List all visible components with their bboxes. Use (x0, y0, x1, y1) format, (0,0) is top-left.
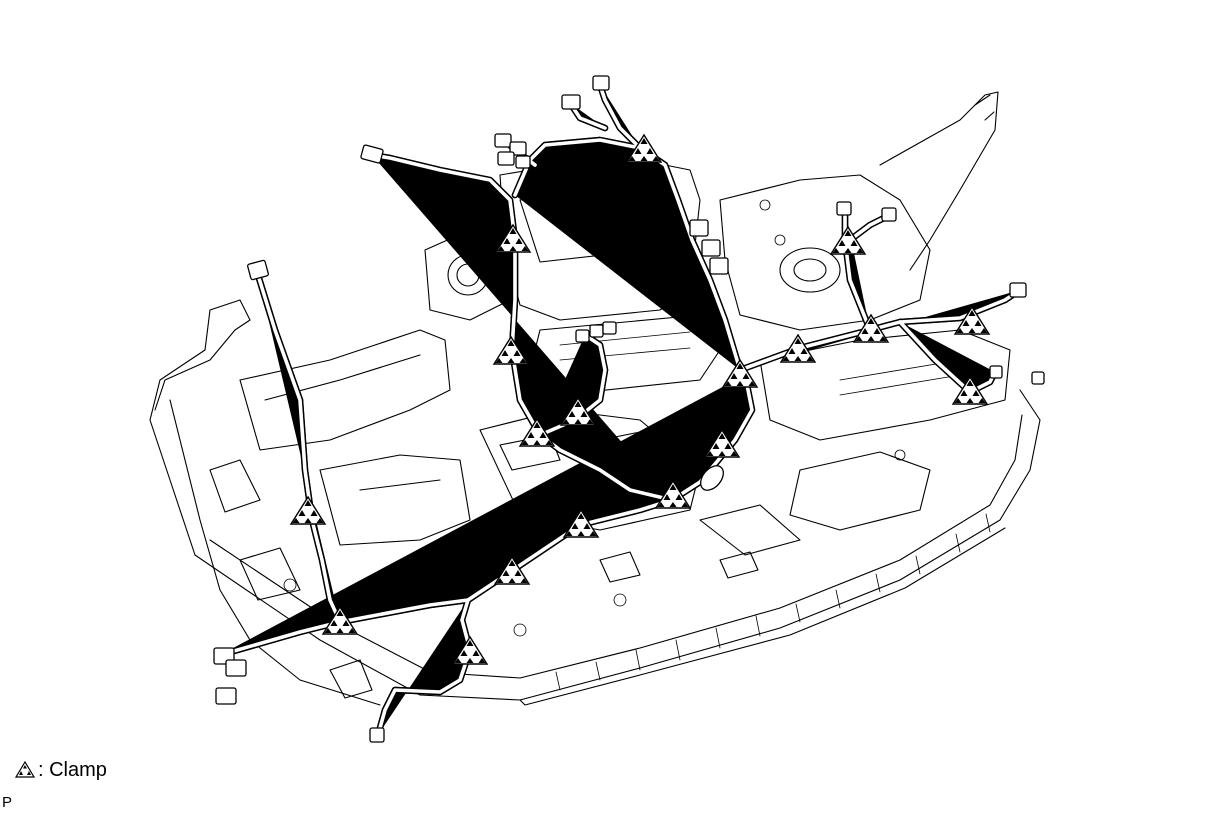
legend-label: : Clamp (38, 759, 107, 781)
connector (709, 257, 729, 275)
connector (836, 201, 852, 216)
connector (700, 465, 724, 491)
connector (509, 141, 527, 156)
clamp-icon (290, 496, 326, 525)
connector (575, 329, 590, 343)
connector (989, 365, 1003, 379)
connector (689, 219, 709, 237)
wire-harness (220, 85, 1020, 735)
connector (497, 151, 515, 166)
connector (561, 94, 581, 110)
connector (701, 239, 721, 257)
figure-code: P (2, 794, 13, 811)
clamp-triangle-icon (14, 760, 36, 778)
connector (589, 324, 604, 338)
harness-connectors (213, 75, 1045, 743)
connector (592, 75, 610, 91)
wire-harness-fill (218, 83, 1022, 737)
connector (515, 155, 531, 169)
connector (1009, 282, 1027, 298)
connector (1031, 371, 1045, 385)
connector (247, 259, 269, 281)
connector (881, 207, 897, 222)
connector (494, 133, 512, 148)
legend: : Clamp (14, 758, 107, 782)
connector (369, 727, 385, 743)
connector (360, 144, 384, 164)
connector (215, 687, 237, 705)
connector (225, 659, 247, 677)
connector (602, 321, 617, 335)
